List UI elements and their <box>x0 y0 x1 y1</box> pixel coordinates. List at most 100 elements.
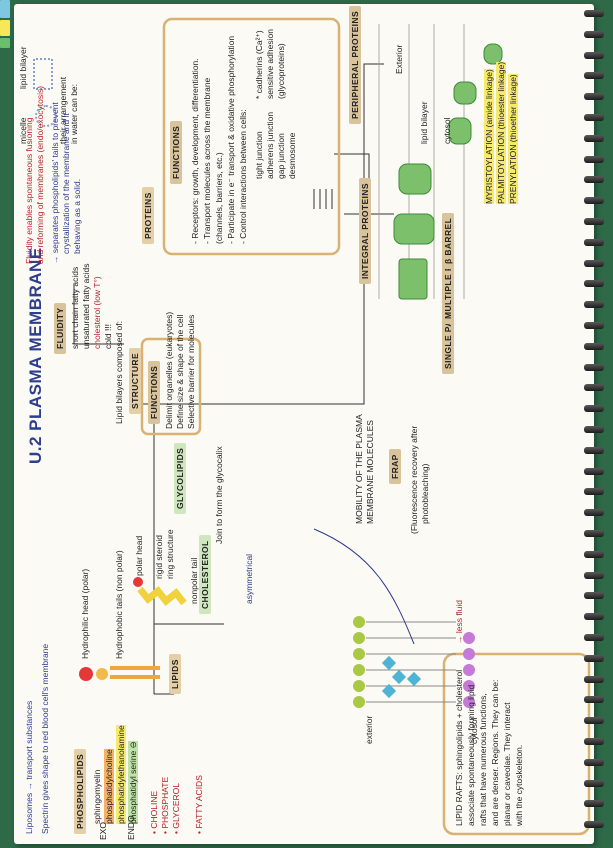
peripheral-heading: PERIPHERAL PROTEINS <box>349 6 361 124</box>
hydrophilic-label: Hydrophilic head (polar) <box>80 569 91 659</box>
binding-ring <box>584 780 604 787</box>
sticky-tab-green <box>0 38 10 48</box>
fluidity-note-1: Fluidity enables spontaneous fusioning <box>24 118 35 265</box>
glycocalix-text: Join to form the glycocalix <box>214 446 225 544</box>
protein-function-3: (channels, barriers, etc.) <box>214 152 225 244</box>
phospholipid-2: phosphatidylcholine <box>104 749 115 824</box>
spiral-binding <box>580 6 613 842</box>
protein-function-1: - Receptors: growth, development, differ… <box>190 58 201 244</box>
notebook-page: U.2 PLASMA MEMBRANE Liposomes → transpor… <box>14 4 594 844</box>
binding-ring <box>584 800 604 807</box>
binding-ring <box>584 759 604 766</box>
binding-ring <box>584 72 604 79</box>
junction-1: tight junction <box>254 131 265 179</box>
binding-ring <box>584 572 604 579</box>
binding-ring <box>584 31 604 38</box>
spectrin-note: Spectrin gives shape to red blood cell's… <box>40 644 51 834</box>
binding-ring <box>584 509 604 516</box>
junction-2: adherens junction <box>265 112 276 179</box>
binding-ring <box>584 93 604 100</box>
hydrophobic-label: Hydrophobic tails (non polar) <box>114 550 125 659</box>
binding-ring <box>584 52 604 59</box>
protein-function-5: - Control interactions between cells: <box>238 109 249 244</box>
head-part-3: • GLYCEROL <box>171 783 182 834</box>
function-2: Define size & shape of the cell <box>175 315 186 429</box>
binding-ring <box>584 280 604 287</box>
raft-line-4: and are denser. Regions. They can be: <box>490 680 501 826</box>
fluidity-item-1: short chain fatty acids <box>70 267 81 349</box>
raft-line-2: associate spontaneously forming lipid <box>466 685 477 826</box>
binding-ring <box>584 592 604 599</box>
binding-ring <box>584 239 604 246</box>
binding-ring <box>584 551 604 558</box>
frap-desc-2: photobleaching) <box>420 464 431 525</box>
junction-icons <box>314 189 332 209</box>
polar-head-label: polar head <box>134 536 145 576</box>
phospholipids-heading: PHOSPHOLIPIDS <box>74 749 86 834</box>
structure-heading: STRUCTURE <box>129 348 141 414</box>
frap-desc-1: (Fluorescence recovery after <box>409 426 420 534</box>
binding-ring <box>584 301 604 308</box>
anchor-2: PALMITOYLATION (thioester linkage) <box>496 62 507 204</box>
ring-structure-label: ring structure <box>165 529 176 579</box>
binding-ring <box>584 176 604 183</box>
anchor-1: MYRISTOYLATION (amide linkage) <box>484 69 495 204</box>
binding-ring <box>584 655 604 662</box>
page-title: U.2 PLASMA MEMBRANE <box>26 247 46 464</box>
head-part-2: • PHOSPHATE <box>160 777 171 834</box>
asymmetrical-label: asymmetrical <box>244 554 255 604</box>
binding-ring <box>584 197 604 204</box>
exo-label: EXO <box>98 822 109 840</box>
binding-ring <box>584 343 604 350</box>
proteins-heading: PROTEINS <box>142 187 154 244</box>
cadherins-label: * cadherins (Ca²⁺) <box>254 30 265 99</box>
frap-heading: FRAP <box>389 449 401 484</box>
cholesterol-heading: CHOLESTEROL <box>199 535 211 614</box>
binding-ring <box>584 530 604 537</box>
cadherins-label-2: sensitive adhesion <box>265 29 276 99</box>
binding-ring <box>584 696 604 703</box>
sticky-tab-blue <box>0 0 10 18</box>
rotated-notes: U.2 PLASMA MEMBRANE Liposomes → transpor… <box>14 4 594 844</box>
fluidity-note-2: and reforming of membranes (endo/exocyto… <box>35 86 46 264</box>
binding-ring <box>584 447 604 454</box>
nonpolar-tail-label: nonpolar tail <box>189 558 200 604</box>
sticky-tab-yellow <box>0 20 10 36</box>
binding-ring <box>584 364 604 371</box>
fluidity-note-4: crystallization of the membrane and it <box>61 113 72 254</box>
rigid-steroid-label: rigid steroid <box>154 535 165 579</box>
cholesterol-icon <box>133 577 184 603</box>
protein-function-4: - Participate in e⁻ transport & oxidativ… <box>226 36 237 244</box>
integral-heading: INTEGRAL PROTEINS <box>359 178 371 284</box>
binding-ring <box>584 384 604 391</box>
phospholipid-4: phosphatidyl serine ⊖ <box>128 741 139 824</box>
fluidity-note-5: behaving as a solid. <box>72 179 83 254</box>
bilayer-label: lipid bilayer <box>18 46 29 89</box>
protein-function-2: - Transport molecules across the membran… <box>202 78 213 244</box>
binding-ring <box>584 676 604 683</box>
function-3: Selective barrier for molecules <box>186 315 197 429</box>
protein-functions-heading: FUNCTIONS <box>170 121 182 184</box>
binding-ring <box>584 260 604 267</box>
phospholipid-icon <box>79 666 160 681</box>
glycolipids-heading: GLYCOLIPIDS <box>174 443 186 514</box>
phospholipid-3: phosphatidylethanolamine <box>116 725 127 824</box>
exterior-label: exterior <box>364 716 375 744</box>
fluidity-item-4: cold !!! <box>103 324 114 349</box>
fluidity-note-3: → separates phospholipids' tails to prev… <box>50 102 61 264</box>
anchor-3: PRENYLATION (thioether linkage) <box>508 74 519 204</box>
binding-ring <box>584 717 604 724</box>
protein-exterior-label: Exterior <box>394 45 405 74</box>
binding-ring <box>584 135 604 142</box>
endo-label: ENDO <box>126 815 137 840</box>
binding-ring <box>584 613 604 620</box>
protein-bilayer-label: lipid bilayer <box>419 101 430 144</box>
raft-line-5: planar or caveolae. They interact <box>502 702 513 826</box>
liposomes-note: Liposomes → transport substances <box>24 701 35 834</box>
raft-line-6: with the cytoskeleton. <box>514 745 525 826</box>
binding-ring <box>584 426 604 433</box>
barrel-label: β BARREL <box>442 213 454 269</box>
bilayer-icon <box>34 59 52 89</box>
phospholipid-1: sphingomyelin <box>92 770 103 824</box>
cadherins-label-3: (glycoproteins) <box>276 43 287 99</box>
